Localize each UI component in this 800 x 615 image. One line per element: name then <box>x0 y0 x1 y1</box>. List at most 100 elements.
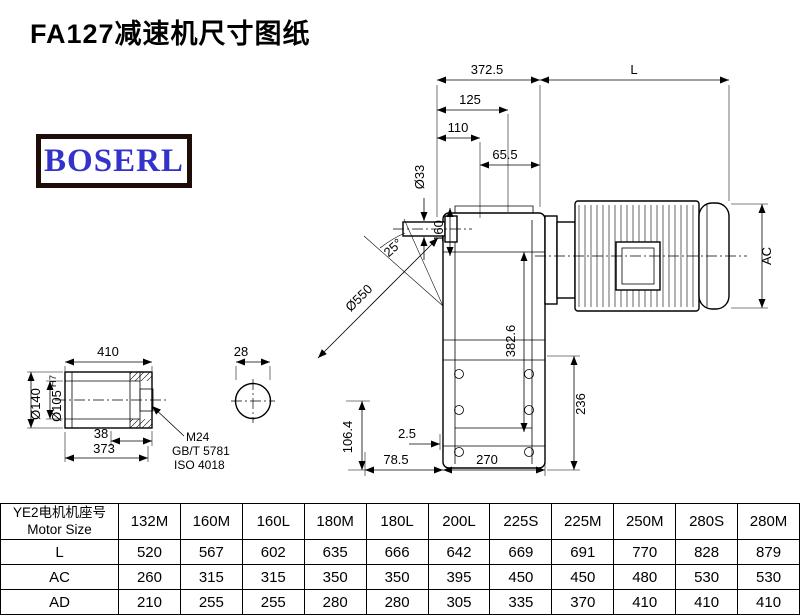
table-cell: 410 <box>737 589 800 615</box>
size-col-header: 180M <box>303 503 367 540</box>
dim-160: 160 <box>431 220 446 242</box>
table-cell: 530 <box>737 564 800 590</box>
row-label: AC <box>0 564 119 590</box>
table-cell: 520 <box>118 539 181 565</box>
dim-housing-dia: Ø550 <box>342 281 375 314</box>
row-label: AD <box>0 589 119 615</box>
motor-flange <box>544 215 558 305</box>
table-cell: 828 <box>675 539 739 565</box>
bolt-standard-gb: GB/T 5781 <box>172 444 230 458</box>
table-cell: 567 <box>179 539 243 565</box>
table-cell: 602 <box>241 539 305 565</box>
dim-motor-ac: AC <box>759 247 774 265</box>
table-row-ad: AD 210 255 255 280 280 305 335 370 410 4… <box>0 589 800 615</box>
table-cell: 260 <box>118 564 181 590</box>
table-cell: 280 <box>303 589 367 615</box>
size-col-header: 160M <box>179 503 243 540</box>
table-cell: 450 <box>551 564 615 590</box>
dim-bore-dia: Ø105 <box>49 390 64 422</box>
dim-motor-length: L <box>630 62 637 77</box>
table-cell: 635 <box>303 539 367 565</box>
dim-106-4: 106.4 <box>340 421 355 454</box>
motor-size-header-cell: YE2电机机座号 Motor Size <box>0 503 119 540</box>
table-cell: 410 <box>613 589 677 615</box>
table-cell: 210 <box>118 589 181 615</box>
page-title: FA127减速机尺寸图纸 <box>30 19 311 49</box>
row-label: L <box>0 539 119 565</box>
size-col-header: 200L <box>427 503 491 540</box>
table-cell: 335 <box>489 589 553 615</box>
bolt-hole <box>454 405 464 415</box>
section-hatch <box>130 372 152 381</box>
header-label-cn: YE2电机机座号 <box>12 504 107 520</box>
motor-side-view <box>535 200 747 312</box>
size-col-header: 280S <box>675 503 739 540</box>
gearbox-housing <box>442 212 546 469</box>
dim-110: 110 <box>448 120 469 135</box>
gearbox-top-step <box>454 205 534 213</box>
dim-overall-width: 372.5 <box>471 62 504 77</box>
bolt-hole <box>454 369 464 379</box>
boserl-logo: BOSERL <box>36 134 192 188</box>
hollow-shaft-view <box>55 371 168 429</box>
dimension-lines <box>27 76 768 476</box>
table-cell: 666 <box>365 539 429 565</box>
size-col-header: 132M <box>118 503 181 540</box>
table-cell: 315 <box>241 564 305 590</box>
bolt-standard-iso: ISO 4018 <box>174 458 225 472</box>
table-cell: 255 <box>241 589 305 615</box>
dim-382-6: 382.6 <box>503 325 518 358</box>
table-cell: 669 <box>489 539 553 565</box>
dim-78-5: 78.5 <box>383 452 408 467</box>
table-cell: 530 <box>675 564 739 590</box>
table-cell: 450 <box>489 564 553 590</box>
table-cell: 255 <box>179 589 243 615</box>
table-cell: 879 <box>737 539 800 565</box>
table-header-row: YE2电机机座号 Motor Size 132M 160M 160L 180M … <box>0 503 800 540</box>
size-col-header: 250M <box>613 503 677 540</box>
dim-shaft-length: 410 <box>97 344 119 359</box>
dim-38: 38 <box>94 426 108 441</box>
dim-28: 28 <box>234 344 248 359</box>
boserl-logo-text: BOSERL <box>44 142 184 179</box>
dim-bore-tolerance: H7 <box>48 375 59 387</box>
table-cell: 642 <box>427 539 491 565</box>
dim-373: 373 <box>93 441 115 456</box>
table-cell: 770 <box>613 539 677 565</box>
terminal-box <box>615 241 661 291</box>
table-row-ac: AC 260 315 315 350 350 395 450 450 480 5… <box>0 564 800 590</box>
table-cell: 480 <box>613 564 677 590</box>
dim-angle-25: 25° <box>381 236 406 260</box>
shaft-end-view <box>231 379 275 423</box>
dim-65-5: 65.5 <box>492 147 517 162</box>
table-cell: 350 <box>303 564 367 590</box>
technical-drawing: 372.5 L 125 110 65.5 Ø33 160 25° Ø550 38… <box>27 62 774 476</box>
size-col-header: 180L <box>365 503 429 540</box>
table-cell: 350 <box>365 564 429 590</box>
table-cell: 410 <box>675 589 739 615</box>
bolt-hole <box>524 447 534 457</box>
table-cell: 305 <box>427 589 491 615</box>
dim-236: 236 <box>573 393 588 415</box>
table-row-l: L 520 567 602 635 666 642 669 691 770 82… <box>0 539 800 565</box>
size-col-header: 225M <box>551 503 615 540</box>
dim-shaft-dia: Ø33 <box>412 165 427 190</box>
motor-size-table: YE2电机机座号 Motor Size 132M 160M 160L 180M … <box>0 503 800 615</box>
dim-125: 125 <box>459 92 481 107</box>
header-label-en: Motor Size <box>27 521 92 537</box>
table-cell: 315 <box>179 564 243 590</box>
dim-2-5: 2.5 <box>398 426 416 441</box>
size-col-header: 280M <box>737 503 800 540</box>
table-cell: 370 <box>551 589 615 615</box>
size-col-header: 225S <box>489 503 553 540</box>
size-col-header: 160L <box>241 503 305 540</box>
table-cell: 691 <box>551 539 615 565</box>
table-cell: 395 <box>427 564 491 590</box>
section-hatch <box>130 419 152 428</box>
dim-270: 270 <box>476 452 498 467</box>
bolt-spec: M24 <box>186 430 210 444</box>
dim-outer-dia: Ø140 <box>28 388 43 420</box>
motor-adapter <box>556 221 576 299</box>
bolt-hole <box>454 447 464 457</box>
table-cell: 280 <box>365 589 429 615</box>
